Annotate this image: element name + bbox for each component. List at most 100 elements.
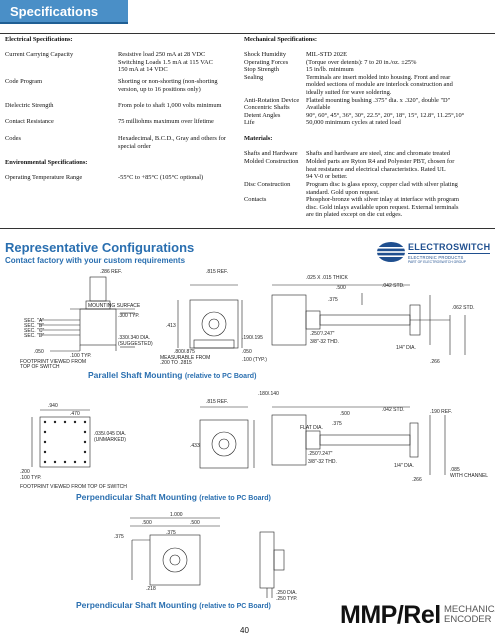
dim-800-875: .800/.875 (174, 349, 195, 355)
dim-1-000: 1.000 (170, 512, 183, 518)
figure-1-caption-note: (relative to PC Board) (184, 373, 257, 380)
dim-1-4-dia-b: 1/4" DIA. (394, 463, 414, 469)
dim-266-b: .266 (412, 477, 422, 483)
dim-250-dia: .250 DIA. (276, 590, 297, 596)
electrical-value-code: Shorting or non-shorting (non-shorting v… (118, 78, 218, 93)
brand-subtitle-line-2: ENCODER (444, 614, 492, 625)
dim-250-typ: .250 TYP. (276, 596, 298, 600)
dim-sec-d: SEC. "D" (24, 333, 44, 339)
dim-375-b: .375 (332, 421, 342, 427)
dim-286-ref: .286 REF. (100, 269, 122, 275)
dim-250-247: .250"/.247" (310, 331, 335, 337)
electrical-label-codes: Codes (5, 135, 21, 142)
electrical-label-code: Code Program (5, 78, 43, 85)
dim-1-4-dia: 1/4" DIA. (396, 345, 416, 351)
dim-375-d: .375 (166, 530, 176, 536)
materials-value-molded: Molded parts are Ryton R4 and Polyester … (306, 158, 455, 181)
dim-815-ref-b: .815 REF. (206, 399, 228, 405)
mechanical-value-shock: MIL-STD 202E (306, 51, 348, 58)
parallel-shaft-drawing: .286 REF. MOUNTING SURFACE .300 TYP. SEC… (20, 269, 475, 370)
page-number: 40 (240, 626, 249, 635)
electrical-value-current: Resistive load 250 mA at 28 VDC Switchin… (118, 51, 213, 74)
mechanical-label-concentric: Concentric Shafts (244, 104, 290, 112)
brand-subtitle: MECHANICAL ENCODER (444, 605, 495, 625)
dim-190-ref: .190 REF. (430, 409, 452, 415)
electrical-value-codes: Hexadecimal, B.C.D., Gray and others for… (118, 135, 226, 150)
dim-200: .200 (20, 469, 30, 475)
perpendicular-shaft-drawing-1: .940 .470 .035/.045 DIA. (UNMARKED) .200… (20, 391, 488, 490)
dim-100-typ: .100 TYP. (70, 353, 92, 359)
figure-1-caption: Parallel Shaft Mounting (relative to PC … (88, 370, 256, 380)
dim-250-247-b: .250"/.247" (308, 451, 333, 457)
figure-2-caption: Perpendicular Shaft Mounting (relative t… (76, 492, 271, 502)
dim-3-8-thd: 3/8"-32 THD. (310, 339, 339, 345)
materials-value-shafts: Shafts and hardware are steel, zinc and … (306, 150, 450, 157)
dim-085: .085 (450, 467, 460, 473)
figure-3-caption-note: (relative to PC Board) (199, 603, 271, 610)
dim-375-c: .375 (114, 534, 124, 540)
environmental-value-temp: -55°C to +85°C (105°C optional) (118, 174, 204, 181)
dim-218: .218 (146, 586, 156, 592)
materials-label-molded: Molded Construction (244, 158, 299, 165)
mechanical-label-sealing: Sealing (244, 73, 264, 81)
dim-footprint-2: TOP OF SWITCH (20, 364, 60, 370)
dim-470: .470 (70, 411, 80, 417)
figure-1-caption-main: Parallel Shaft Mounting (88, 370, 183, 380)
mechanical-label-stop: Stop Strength (244, 66, 279, 74)
dim-025-thick: .025 X .015 THICK (306, 275, 349, 281)
dim-413: .413 (166, 323, 176, 329)
electroswitch-logo: ELECTROSWITCH ELECTRONIC PRODUCTS PART O… (376, 241, 492, 267)
dim-500: .500 (336, 285, 346, 291)
dim-042-std: .042 STD. (382, 283, 405, 289)
dim-050-b: .050 (242, 349, 252, 355)
logo-tagline-2: PART OF ELECTROSWITCH GROUP (408, 260, 467, 264)
mechanical-value-antirotation: Flatted mounting bushing .375" dia. x .3… (306, 96, 451, 104)
materials-label-shafts: Shafts and Hardware (244, 150, 298, 157)
mechanical-label-forces: Operating Forces (244, 58, 289, 66)
dim-100-typ-c: .100 TYP. (20, 475, 42, 481)
figure-3-caption: Perpendicular Shaft Mounting (relative t… (76, 600, 271, 610)
dim-815-ref: .815 REF. (206, 269, 228, 275)
dim-940: .940 (48, 403, 58, 409)
figure-2-caption-main: Perpendicular Shaft Mounting (76, 492, 197, 502)
materials-label-disc: Disc Construction (244, 181, 291, 188)
dim-180-140: .180/.140 (258, 391, 279, 397)
logo-divider (408, 253, 490, 254)
dim-050: .050 (34, 349, 44, 355)
electrical-label-dielectric: Dielectric Strength (5, 102, 54, 109)
brand-name: MMP/Rel (340, 601, 441, 629)
dim-measurable: MEASURABLE FROM (160, 355, 210, 361)
spec-top-rule (0, 33, 495, 34)
mechanical-label-detent: Detent Angles (244, 111, 281, 119)
dim-mounting-surface: MOUNTING SURFACE (88, 303, 141, 309)
mechanical-value-life: 50,000 minimum cycles at rated load (306, 119, 401, 127)
mechanical-value-forces: (Torque over detents): 7 to 20 in./oz. ±… (306, 58, 417, 66)
configurations-title: Representative Configurations (5, 240, 195, 255)
dim-500-d: .500 (190, 520, 200, 526)
mechanical-label-shock: Shock Humidity (244, 51, 287, 58)
dim-042-std-b: .042 STD. (382, 407, 405, 413)
mechanical-value-concentric: Available (306, 104, 331, 112)
dim-footprint: FOOTPRINT VIEWED FROM (20, 359, 86, 365)
figure-3-caption-main: Perpendicular Shaft Mounting (76, 600, 197, 610)
logo-name: ELECTROSWITCH (408, 242, 491, 252)
dim-375: .375 (328, 297, 338, 303)
dim-suggested: (SUGGESTED) (118, 341, 153, 347)
electrical-label-contact: Contact Resistance (5, 118, 54, 125)
dim-flat-dia: FLAT DIA. (300, 425, 323, 431)
electroswitch-logo-icon (377, 242, 405, 262)
dim-unmarked: (UNMARKED) (94, 437, 126, 443)
dim-sec-c: SEC. "C" (24, 328, 44, 334)
dim-measurable-2: .200 TO .2815 (160, 360, 192, 366)
materials-label-contacts: Contacts (244, 196, 267, 203)
mechanical-label-antirotation: Anti-Rotation Device (244, 96, 300, 104)
figure-2-caption-note: (relative to PC Board) (199, 495, 271, 502)
electrical-value-contact: 75 milliohms maximum over lifetime (118, 118, 214, 125)
dim-sec-b: SEC. "B" (24, 323, 44, 329)
dim-with-channel: WITH CHANNEL (450, 473, 488, 479)
materials-value-contacts: Phosphor-bronze with silver inlay at int… (306, 196, 460, 219)
electrical-value-dielectric: From pole to shaft 1,000 volts minimum (118, 102, 222, 109)
mechanical-label-life: Life (244, 119, 255, 127)
dim-500-c: .500 (142, 520, 152, 526)
dim-190-195: .190/.195 (242, 335, 263, 341)
